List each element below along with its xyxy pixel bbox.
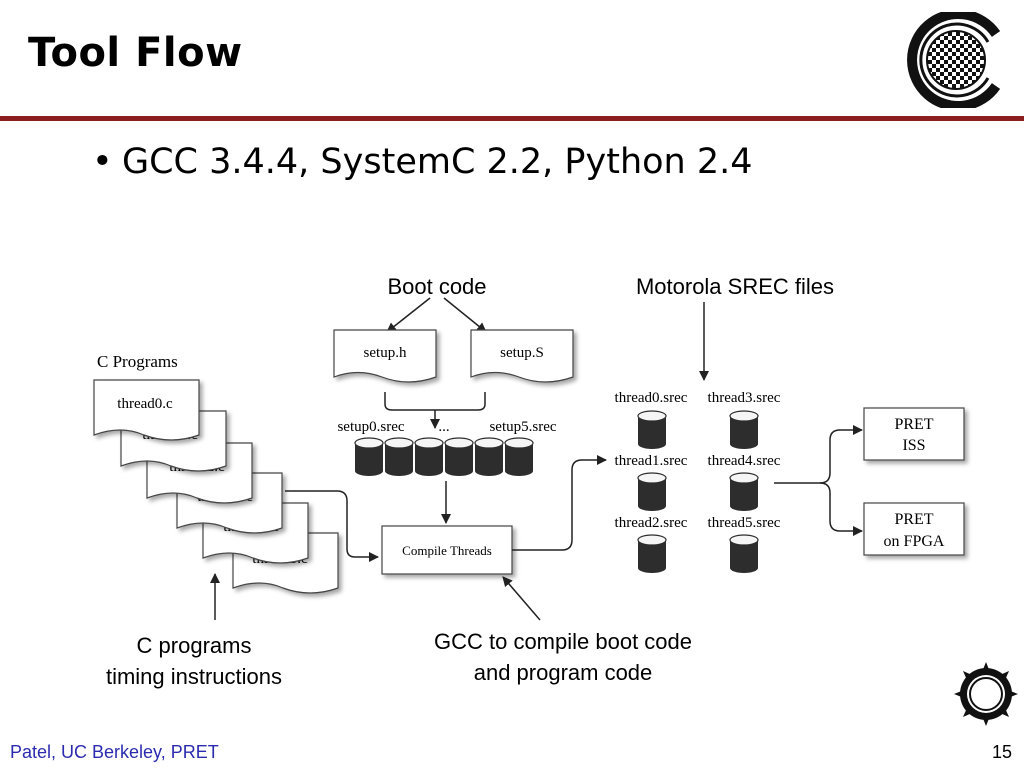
compile-threads-box: Compile Threads	[381, 525, 513, 575]
c-programs-callout-line1: C programs	[137, 633, 252, 658]
srec-cylinder-0	[637, 410, 667, 450]
gcc-callout-line2: and program code	[474, 660, 653, 685]
setup-srec-cylinder-0	[354, 437, 384, 477]
slide-title: Tool Flow	[28, 30, 243, 76]
bullet-text: GCC 3.4.4, SystemC 2.2, Python 2.4	[122, 142, 753, 182]
srec-label-5: thread5.srec	[708, 515, 781, 531]
nsf-logo-icon	[954, 662, 1018, 726]
threads-to-compile-arrow	[285, 490, 379, 562]
srec-cylinder-4	[729, 472, 759, 512]
srec-label-2: thread2.srec	[615, 515, 688, 531]
boot-code-arrow-right	[443, 297, 487, 333]
srec-cylinder-2	[637, 534, 667, 574]
pret-iss-line1: PRET	[894, 416, 933, 433]
setup-s-label: setup.S	[500, 345, 544, 361]
thread-file-0: thread0.c	[93, 379, 200, 441]
page-number: 15	[991, 742, 1012, 762]
setup-h-label: setup.h	[364, 345, 407, 361]
compile-threads-label: Compile Threads	[402, 543, 492, 558]
pret-fpga-line2: on FPGA	[884, 533, 945, 550]
srec-label-3: thread3.srec	[708, 390, 781, 406]
srec-to-fpga-arrow	[819, 482, 863, 536]
srec-to-targets-arrows	[774, 425, 863, 484]
setup-srec-cylinder-3	[444, 437, 474, 477]
setup-srec-cylinder-2	[414, 437, 444, 477]
setup-srec-right-label: setup5.srec	[489, 419, 556, 435]
setup-s-file: setup.S	[470, 329, 574, 383]
c-programs-callout-line2: timing instructions	[106, 664, 282, 689]
bullet-dot: •	[92, 142, 113, 182]
srec-label-0: thread0.srec	[615, 390, 688, 406]
srec-cylinder-1	[637, 472, 667, 512]
setup-srec-left-label: setup0.srec	[337, 419, 404, 435]
boot-code-arrow-left	[386, 297, 431, 333]
srec-label-1: thread1.srec	[615, 453, 688, 469]
title-rule	[0, 116, 1024, 121]
pret-iss-box: PRET ISS	[863, 407, 965, 461]
setup-srec-dots: ...	[438, 419, 449, 435]
setup-merge-arrow	[384, 392, 486, 428]
pret-fpga-line1: PRET	[894, 511, 933, 528]
setup-srec-cylinder-1	[384, 437, 414, 477]
c-logo-icon	[907, 12, 1001, 108]
gcc-arrow	[502, 576, 541, 621]
c-programs-label: C Programs	[97, 352, 178, 371]
setup-srec-cylinder-5	[504, 437, 534, 477]
srec-files-label: Motorola SREC files	[636, 274, 834, 299]
pret-iss-line2: ISS	[902, 437, 925, 454]
boot-code-label: Boot code	[387, 274, 486, 299]
pret-fpga-box: PRET on FPGA	[863, 502, 965, 556]
bullet-item: •GCC 3.4.4, SystemC 2.2, Python 2.4	[92, 142, 753, 182]
setup-h-file: setup.h	[333, 329, 437, 383]
thread-file-0-label: thread0.c	[117, 396, 173, 412]
srec-cylinder-5	[729, 534, 759, 574]
gcc-callout-line1: GCC to compile boot code	[434, 629, 692, 654]
footer-author: Patel, UC Berkeley, PRET	[10, 742, 219, 762]
srec-cylinder-3	[729, 410, 759, 450]
srec-label-4: thread4.srec	[708, 453, 781, 469]
setup-srec-cylinder-4	[474, 437, 504, 477]
compile-to-srec-arrow	[512, 455, 607, 551]
